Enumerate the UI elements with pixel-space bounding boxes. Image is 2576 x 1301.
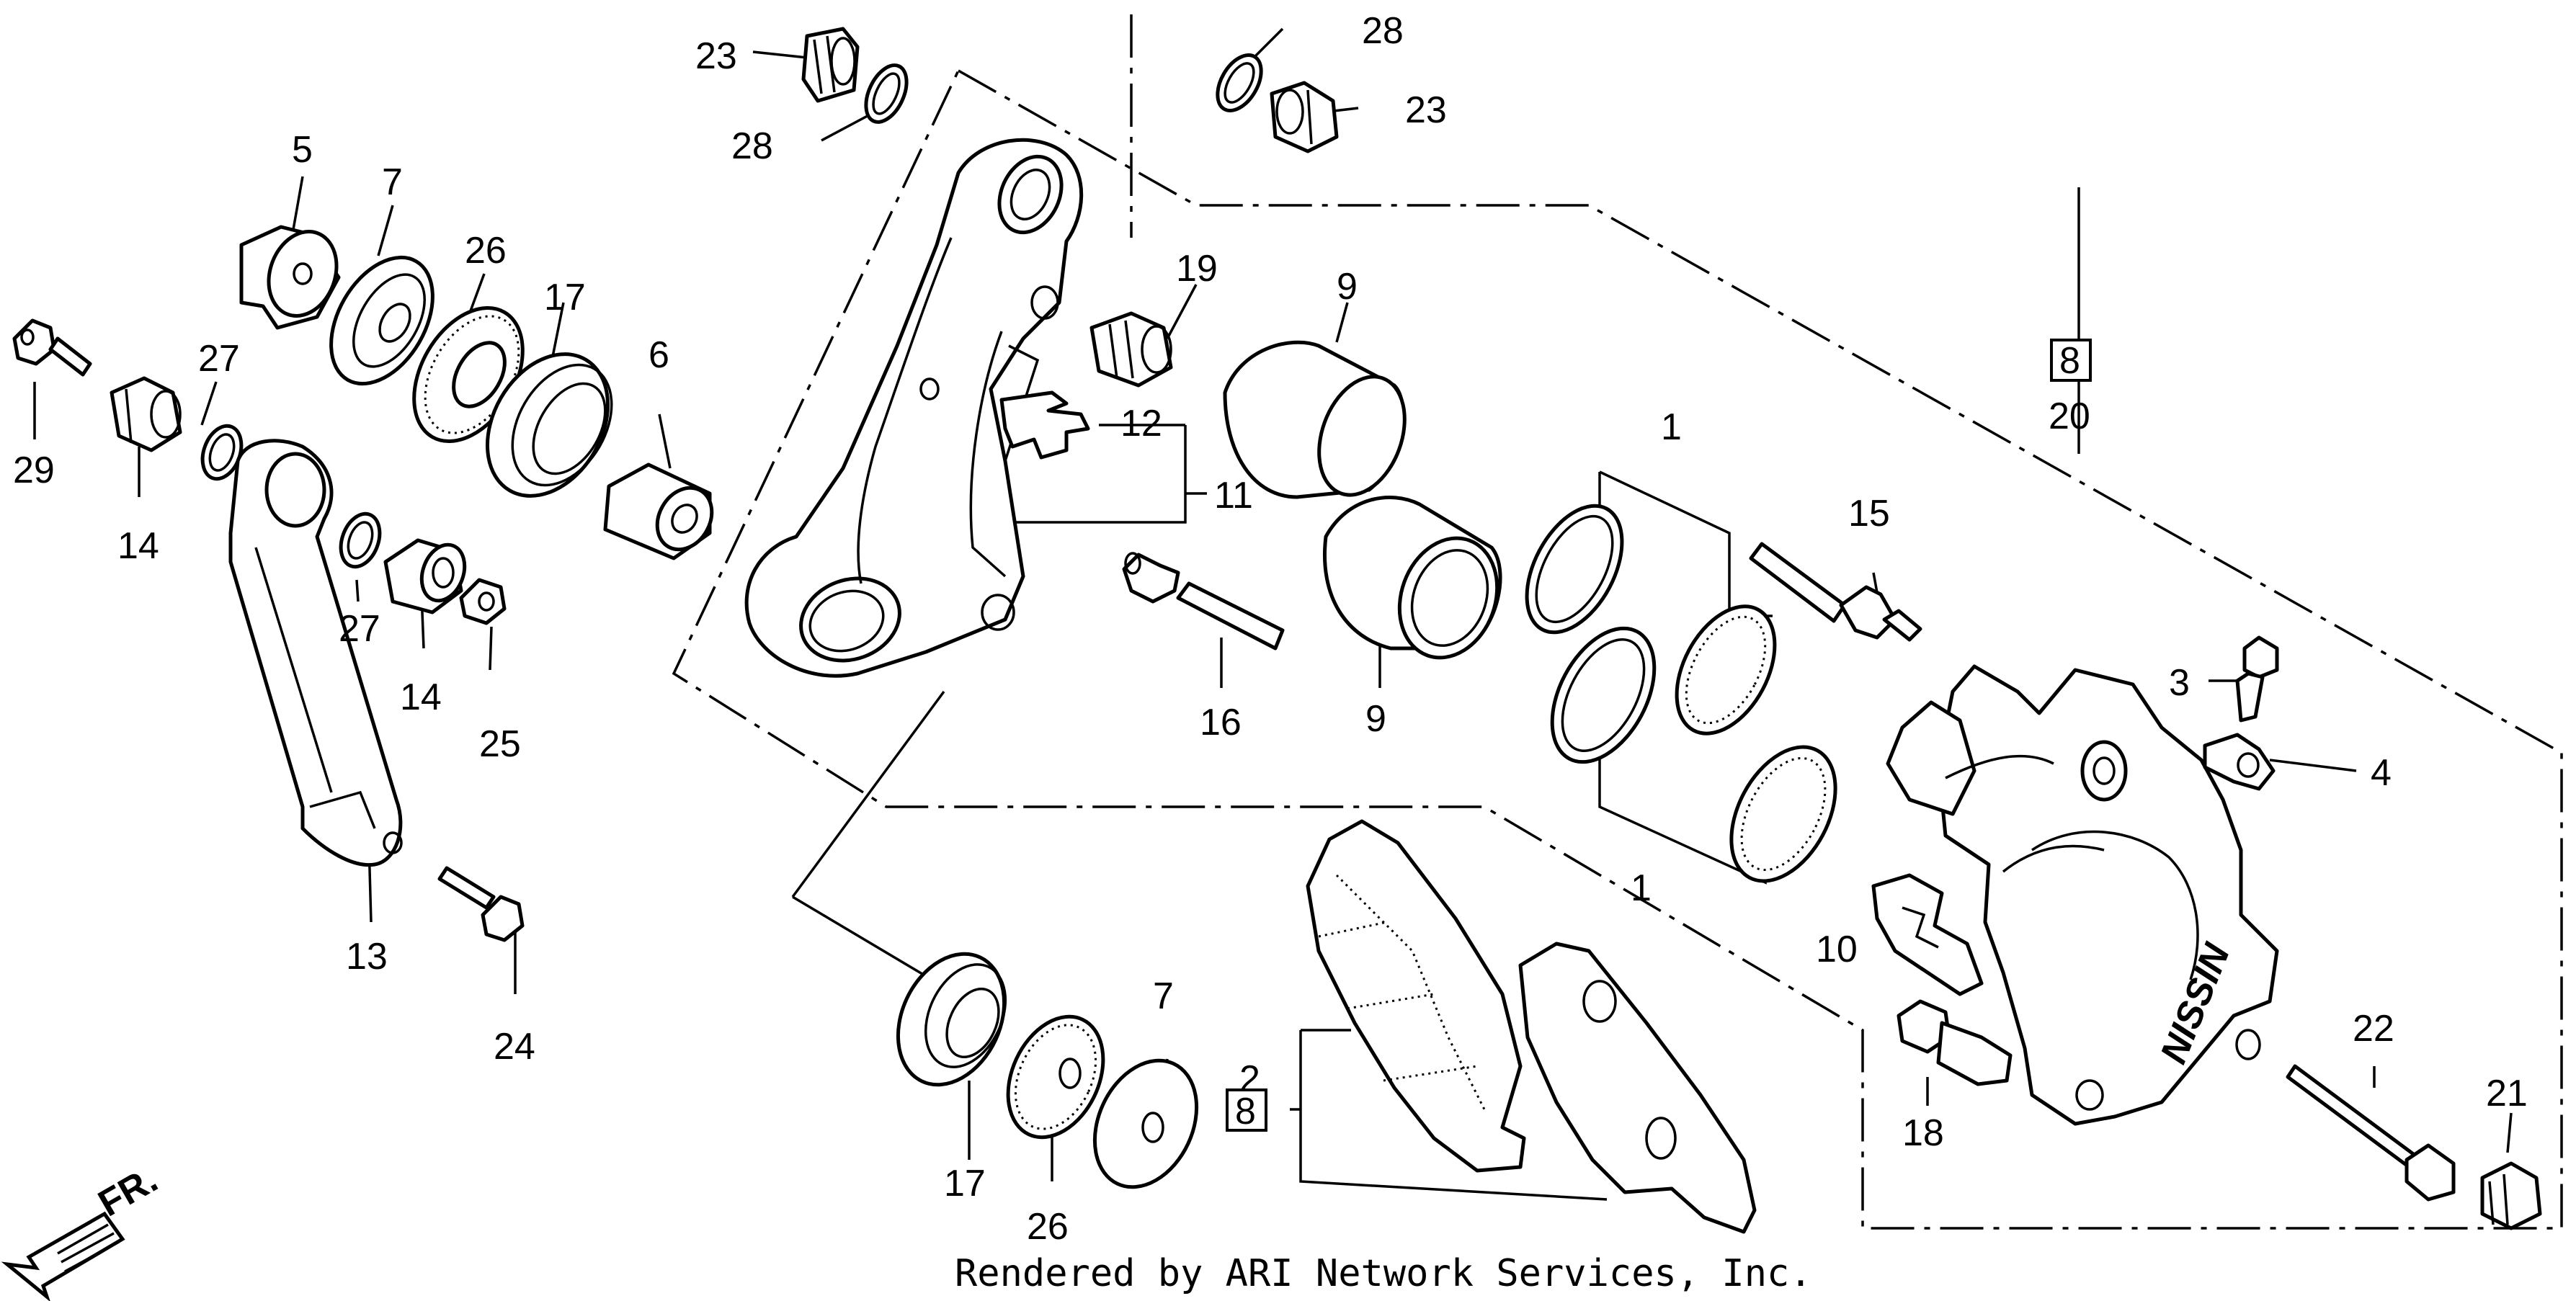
label-28-top-right: 28 [1362,10,1404,52]
label-1-bottom: 1 [1631,867,1652,909]
part-23-left-bushing [801,27,860,103]
label-9-bottom: 9 [1365,698,1386,740]
label-27-top: 27 [198,338,240,380]
part-21-cap [2480,1161,2542,1230]
part-number-labels: 23 28 28 23 5 7 26 17 19 9 27 6 12 11 29… [13,10,2528,1248]
part-25-nut [459,578,507,625]
label-9-top: 9 [1337,266,1358,308]
part-18-bleeder [1897,999,2013,1086]
label-1-top: 1 [1661,406,1682,448]
callout-box-8-top [2050,339,2092,382]
part-4-cap [2203,733,2276,791]
label-17-bottom: 17 [944,1163,986,1204]
part-16-slide-pin [1122,552,1285,650]
label-7-top: 7 [382,161,403,203]
part-24-bolt [437,866,525,942]
part-9-piston-lower [1323,495,1502,660]
label-19: 19 [1176,248,1218,290]
label-26-top: 26 [465,230,507,272]
label-16: 16 [1200,702,1242,743]
part-26-seal-bottom [1006,1014,1105,1140]
label-27-bottom: 27 [339,608,380,650]
part-12-pad-spring [999,390,1090,460]
part-17-boot-bottom [896,952,1007,1087]
label-8-bottom: 8 [1235,1091,1256,1132]
part-7-washer-bottom [1092,1058,1199,1189]
part-14-bushing-left [110,376,182,452]
label-14-left: 14 [117,525,159,567]
part-23-right-bushing [1270,81,1339,153]
part-19-bushing [1089,311,1173,388]
part-3-bleeder-screw [2235,635,2279,723]
part-29-bolt [12,318,92,377]
part-28-left-ring [864,63,909,124]
part-14-bushing-right [383,538,467,614]
label-22: 22 [2353,1008,2394,1050]
label-8-top: 8 [2059,340,2080,382]
label-20: 20 [2049,395,2090,437]
part-15-slide-pin [1749,542,1922,642]
label-3: 3 [2169,662,2190,704]
part-22-pin [2286,1064,2456,1202]
label-11: 11 [1214,475,1253,517]
label-17-top: 17 [544,277,586,318]
label-28-left: 28 [731,125,773,167]
label-7-bottom: 7 [1153,975,1174,1017]
part-10-pad-retainer [1871,873,1984,996]
part-9-piston-upper [1223,340,1407,499]
label-23-right: 23 [1405,89,1447,131]
label-26-bottom: 26 [1027,1206,1069,1248]
label-14-right: 14 [400,676,442,718]
label-2: 2 [1239,1058,1260,1100]
part-28-right-ring [1216,53,1263,112]
credit-text: Rendered by ARI Network Services, Inc. [955,1252,1812,1295]
label-6: 6 [649,334,669,376]
label-13: 13 [346,936,388,978]
part-2-brake-pads [1306,819,1757,1234]
label-23-top-left: 23 [695,35,737,77]
label-5: 5 [292,129,313,171]
part-5-collar [239,225,341,330]
label-12: 12 [1120,403,1162,444]
label-4: 4 [2371,752,2392,794]
part-7-washer-top [329,255,434,386]
part-13-torque-arm [228,439,403,867]
part-6-sleeve [603,462,714,560]
assembly-outlines [672,14,2563,1230]
front-direction-arrow: FR. [1,1158,165,1301]
part-20-caliper-body: NISSIN [1886,664,2279,1126]
caliper-bracket [744,138,1084,678]
label-24: 24 [494,1026,535,1068]
label-29: 29 [13,450,55,491]
label-10: 10 [1816,929,1858,970]
label-18: 18 [1902,1112,1944,1154]
label-21: 21 [2486,1073,2528,1114]
callout-box-8-bottom [1226,1088,1267,1132]
label-25: 25 [479,723,521,765]
leader-lines [33,27,2513,1201]
label-15: 15 [1848,493,1890,535]
part-27-ring-right [339,511,382,569]
part-17-boot-top [485,352,613,498]
part-1-piston-seals [1525,504,1837,883]
